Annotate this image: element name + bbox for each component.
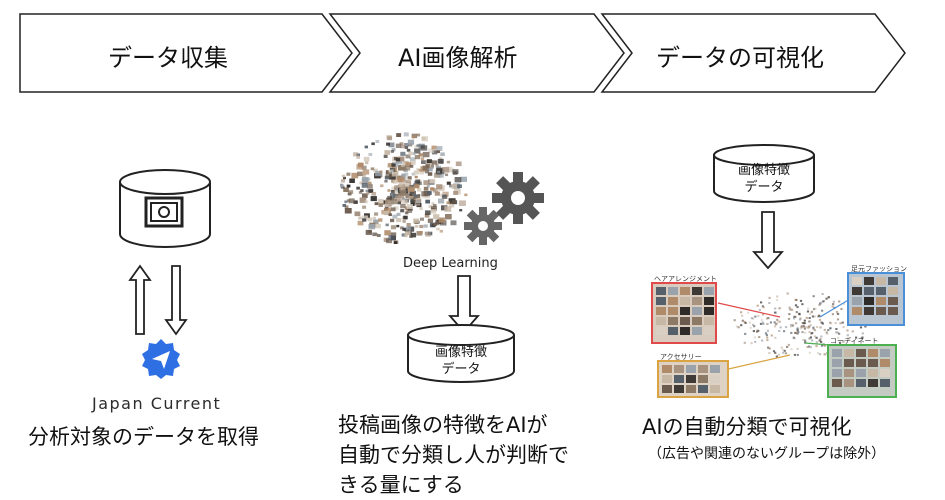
step-arrow-2	[328, 13, 625, 93]
feature-database-label: 画像特徴 データ	[406, 344, 516, 378]
cluster-label-accessory: アクセサリー	[660, 353, 702, 361]
caption-ai-analysis-line2: 自動で分類し人が判断で	[338, 443, 569, 467]
database-cylinder-icon	[119, 169, 211, 248]
caption-ai-analysis-line1: 投稿画像の特徴をAIが	[338, 413, 548, 437]
feature-database-cylinder-2	[713, 144, 815, 203]
feature-database-cylinder	[407, 324, 515, 383]
feature-database-label-line2: データ	[441, 362, 481, 377]
large-gear-icon	[492, 172, 544, 224]
step-arrow-1	[19, 13, 353, 93]
feature-database-2-label-line1: 画像特徴	[737, 163, 790, 178]
upload-download-arrows	[128, 264, 188, 336]
step-arrow-3	[600, 13, 906, 93]
process-flow	[19, 13, 906, 93]
caption-ai-analysis-line3: きる量にする	[338, 473, 464, 497]
feature-database-label-2: 画像特徴 データ	[712, 162, 816, 196]
step-label-ai-analysis: AI画像解析	[398, 44, 518, 72]
photos-icon	[144, 196, 184, 228]
step-label-visualization: データの可視化	[656, 44, 824, 72]
cluster-label-hair: ヘアアレンジメント	[654, 275, 717, 283]
cluster-visualization	[651, 272, 905, 398]
arrow-down-icon	[448, 275, 480, 334]
arrow-down-icon	[164, 265, 188, 336]
cluster-label-shoes: 足元ファッション	[851, 265, 907, 273]
step-label-data-collection: データ収集	[108, 44, 228, 72]
caption-visualization-sub: （広告や関連のないグループは除外）	[648, 446, 886, 462]
gear-icon	[464, 172, 544, 245]
caption-visualization: AIの自動分類で可視化	[642, 415, 852, 439]
feature-database-2-label-line2: データ	[744, 180, 784, 195]
arrow-up-icon	[128, 264, 152, 335]
caption-data-collection: 分析対象のデータを取得	[28, 425, 259, 449]
image-cluster	[340, 132, 468, 244]
caption-ai-analysis: 投稿画像の特徴をAIが 自動で分類し人が判断で きる量にする	[338, 410, 569, 500]
japan-current-logo-icon	[142, 339, 180, 379]
feature-database-label-line1: 画像特徴	[434, 345, 487, 360]
japan-current-brand: Japan Current	[92, 394, 222, 413]
deep-learning-label: Deep Learning	[403, 256, 498, 271]
cluster-label-coordinate: コーディネート	[830, 337, 879, 345]
small-gear-icon	[464, 207, 502, 245]
arrow-down-icon	[752, 211, 784, 270]
